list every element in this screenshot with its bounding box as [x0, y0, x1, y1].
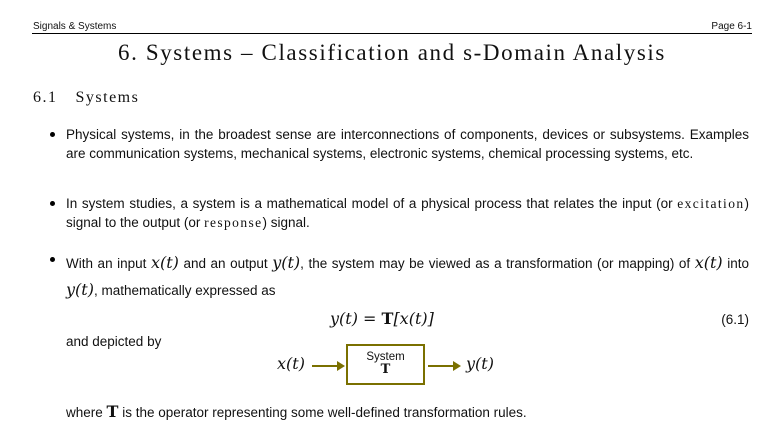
- chapter-title: 6. Systems – Classification and s-Domain…: [118, 40, 666, 65]
- b3-text-5: , mathematically expressed as: [93, 283, 276, 298]
- bullet-system-model: In system studies, a system is a mathema…: [50, 194, 749, 232]
- b2-text-post: ) signal.: [262, 215, 310, 230]
- diagram-box-label: System: [366, 351, 405, 363]
- section-name: Systems: [75, 89, 140, 106]
- operator-definition: where T is the operator representing som…: [66, 402, 527, 421]
- diagram-system-box: System T: [346, 344, 425, 385]
- b3-text-3: , the system may be viewed as a transfor…: [300, 256, 695, 271]
- equation-number: (6.1): [721, 312, 749, 327]
- b3-text-1: With an input: [66, 256, 151, 271]
- header-divider: [32, 33, 752, 34]
- eq-operator: T: [381, 309, 394, 328]
- where-pre: where: [66, 405, 107, 420]
- diagram-input: x(t): [277, 354, 305, 373]
- eq-equals: =: [357, 309, 382, 328]
- depicted-label: and depicted by: [66, 334, 162, 349]
- term-excitation: excitation: [677, 196, 745, 211]
- math-y-of-t: y(t): [66, 280, 94, 299]
- bullet-transformation: With an input x(t) and an output y(t), t…: [50, 250, 749, 304]
- b2-text-mid: ) signal to the output (or: [66, 196, 749, 230]
- equation-6-1: y(t) = T[x(t)]: [330, 309, 434, 329]
- b3-text-4: into: [722, 256, 749, 271]
- diagram-box-operator: T: [380, 362, 391, 377]
- section-heading: 6.1 Systems: [33, 89, 139, 107]
- math-x-of-t: x(t): [694, 253, 723, 272]
- math-x-of-t: x(t): [150, 253, 179, 272]
- b2-text-pre: In system studies, a system is a mathema…: [66, 196, 678, 211]
- diagram-input-arrow: [312, 361, 345, 371]
- header-page-number: Page 6-1: [711, 21, 752, 32]
- where-operator: T: [106, 402, 119, 421]
- bullet-physical-systems: Physical systems, in the broadest sense …: [50, 127, 749, 161]
- eq-lhs: y(t): [330, 309, 358, 328]
- where-post: is the operator representing some well-d…: [118, 405, 527, 420]
- diagram-output: y(t): [466, 354, 494, 373]
- b3-text-2: and an output: [178, 256, 273, 271]
- section-number: 6.1: [33, 89, 58, 106]
- term-response: response: [204, 215, 263, 230]
- math-y-of-t: y(t): [272, 253, 301, 272]
- diagram-output-arrow: [428, 361, 461, 371]
- eq-rhs: [x(t)]: [393, 309, 434, 328]
- header-course-name: Signals & Systems: [33, 21, 117, 32]
